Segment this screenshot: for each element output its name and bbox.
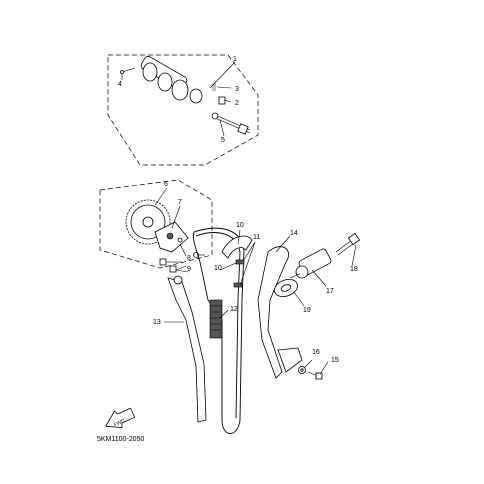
callout-15: 15 <box>331 357 339 364</box>
callout-4: 4 <box>118 81 122 88</box>
chain-tensioner[interactable] <box>289 248 332 279</box>
callout-10-upper: 10 <box>236 222 244 229</box>
callout-7: 7 <box>178 199 182 206</box>
camshaft-assembly-group <box>107 54 259 166</box>
washer[interactable] <box>298 366 306 374</box>
camshaft[interactable] <box>140 55 203 104</box>
callout-6: 6 <box>164 181 168 188</box>
chain-guide-upper[interactable] <box>221 235 253 288</box>
callout-8: 8 <box>187 255 191 262</box>
camshaft-bolt[interactable] <box>211 112 251 135</box>
callout-10-lower: 10 <box>214 265 222 272</box>
forward-arrow: FWD <box>105 407 136 428</box>
sprocket-group <box>99 179 213 273</box>
callout-9: 9 <box>187 266 191 273</box>
decompressor-weight[interactable] <box>218 96 226 105</box>
chain-link-detail <box>209 299 223 339</box>
fwd-label: FWD <box>113 418 126 428</box>
chain-guide-exhaust[interactable] <box>167 275 207 423</box>
callout-14: 14 <box>290 230 298 237</box>
callout-13: 13 <box>153 319 161 326</box>
chain-tensioner-guide[interactable] <box>257 246 303 379</box>
callout-5: 5 <box>221 137 225 144</box>
timing-chain[interactable] <box>193 227 245 434</box>
diagram-code: 5KM1100-2050 <box>97 436 144 443</box>
callout-19: 19 <box>303 307 311 314</box>
tensioner-gasket[interactable] <box>272 276 300 299</box>
callout-3: 3 <box>235 86 239 93</box>
sprocket-bolts[interactable] <box>159 252 205 273</box>
decompressor-plate[interactable] <box>154 221 189 253</box>
callout-labels: 1 2 3 4 5 6 7 8 9 10 10 11 12 13 14 15 1… <box>118 56 358 364</box>
leader-lines <box>121 61 357 375</box>
dowel-pin[interactable] <box>120 67 136 74</box>
callout-2: 2 <box>235 100 239 107</box>
guide-bolt[interactable] <box>307 371 323 380</box>
callout-12: 12 <box>230 306 238 313</box>
callout-1: 1 <box>233 56 237 63</box>
callout-17: 17 <box>326 288 334 295</box>
callout-11: 11 <box>253 234 260 241</box>
callout-18: 18 <box>350 266 358 273</box>
callout-16: 16 <box>312 349 320 356</box>
tensioner-bolt[interactable] <box>335 232 361 256</box>
